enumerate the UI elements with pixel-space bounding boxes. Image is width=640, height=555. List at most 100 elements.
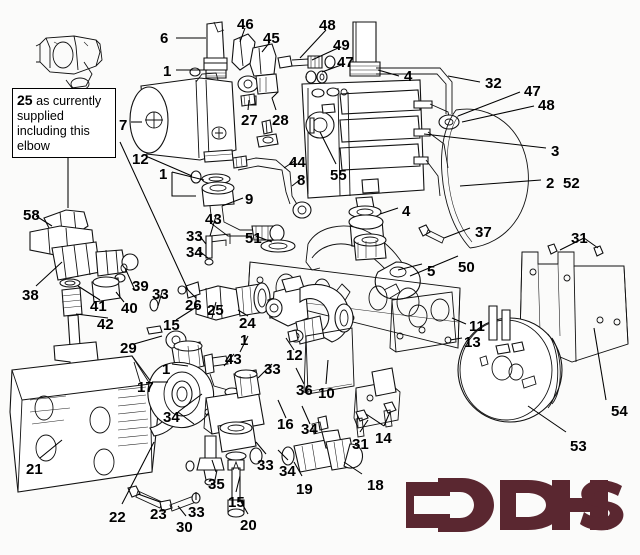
callout-13: 13	[464, 334, 481, 351]
callout-34: 34	[301, 421, 318, 438]
callout-14: 14	[375, 430, 392, 447]
part-10-box	[303, 327, 355, 395]
callout-25: 25	[207, 302, 224, 319]
callout-2: 2	[546, 175, 555, 192]
callout-52: 52	[563, 175, 580, 192]
callout-55: 55	[330, 167, 347, 184]
callout-33: 33	[152, 286, 169, 303]
callout-36: 36	[296, 382, 313, 399]
callout-37: 37	[475, 224, 492, 241]
callout-30: 30	[176, 519, 193, 536]
callout-6: 6	[160, 30, 169, 47]
parts-12-1-9-flange	[190, 170, 285, 242]
callout-34: 34	[163, 409, 180, 426]
callout-22: 22	[109, 509, 126, 526]
dhs-logo	[404, 474, 628, 536]
callout-51: 51	[245, 230, 262, 247]
callout-48: 48	[538, 97, 555, 114]
callout-33: 33	[264, 361, 281, 378]
part-53-brake-chamber	[457, 305, 563, 423]
callout-33: 33	[257, 457, 274, 474]
callout-21: 21	[26, 461, 43, 478]
part-54-bracket-plate	[519, 243, 629, 363]
part-6-sensor	[203, 21, 228, 79]
callout-24: 24	[239, 315, 256, 332]
callout-27: 27	[241, 112, 258, 129]
note-number: 25	[17, 92, 33, 108]
callout-15: 15	[228, 494, 245, 511]
callout-45: 45	[263, 30, 280, 47]
callout-17: 17	[137, 379, 154, 396]
callout-10: 10	[318, 385, 335, 402]
parts-11-13-plate	[389, 291, 457, 353]
callout-15: 15	[163, 317, 180, 334]
callout-40: 40	[121, 300, 138, 317]
callout-43: 43	[205, 211, 222, 228]
callout-23: 23	[150, 506, 167, 523]
callout-35: 35	[208, 476, 225, 493]
callout-28: 28	[272, 112, 289, 129]
callout-4: 4	[404, 68, 413, 85]
parts-43-33-34-bracket	[204, 233, 231, 266]
callout-16: 16	[277, 416, 294, 433]
bottom-center-housing	[147, 340, 265, 471]
callout-46: 46	[237, 16, 254, 33]
callout-34: 34	[279, 463, 296, 480]
callout-20: 20	[240, 517, 257, 534]
callout-42: 42	[97, 316, 114, 333]
callout-58: 58	[23, 207, 40, 224]
callout-39: 39	[132, 278, 149, 295]
callout-33: 33	[188, 504, 205, 521]
callout-4: 4	[402, 203, 411, 220]
note-line-3: including this	[17, 123, 90, 138]
logo-letter-s	[580, 480, 624, 531]
callout-1: 1	[163, 63, 172, 80]
note-line-1: 25 as currently	[17, 92, 111, 109]
logo-letter-d	[500, 480, 564, 530]
callout-33: 33	[186, 228, 203, 245]
callout-7: 7	[119, 117, 128, 134]
note-line-4: elbow	[17, 138, 50, 153]
callout-1: 1	[162, 361, 171, 378]
part-58-valve-assembly	[29, 209, 139, 377]
callout-38: 38	[22, 287, 39, 304]
arrow-chevron-icon-head	[438, 478, 494, 532]
callout-47: 47	[337, 54, 354, 71]
parts-31-14-bracket-bolts	[311, 367, 401, 438]
callout-48: 48	[319, 17, 336, 34]
callout-53: 53	[570, 438, 587, 455]
callout-41: 41	[90, 298, 107, 315]
parts-35-15-20-bottom	[185, 435, 263, 518]
parts-47-48-49-fittings	[277, 55, 336, 84]
callout-19: 19	[296, 481, 313, 498]
parts-27-28-brackets	[240, 93, 279, 148]
callout-12: 12	[132, 151, 149, 168]
part-2-air-tank	[441, 108, 529, 249]
part-18-elbow-fitting	[281, 429, 364, 473]
part-8-44-pipe	[232, 155, 312, 219]
callout-44: 44	[289, 154, 306, 171]
part-4-cartridge	[349, 21, 381, 77]
callout-32: 32	[485, 75, 502, 92]
callout-5: 5	[427, 263, 436, 280]
part-51-flange	[260, 239, 296, 253]
center-manifold-assembly	[177, 275, 354, 345]
callout-8: 8	[297, 172, 306, 189]
callout-1: 1	[240, 332, 249, 349]
callout-9: 9	[245, 191, 254, 208]
callout-3: 3	[551, 143, 560, 160]
callout-29: 29	[120, 340, 137, 357]
note-box: 25 as currently supplied including this …	[12, 88, 116, 159]
callout-50: 50	[458, 259, 475, 276]
callout-47: 47	[524, 83, 541, 100]
part-55-valve-block	[301, 79, 453, 247]
note-line-1-text: as currently	[36, 94, 102, 108]
callout-54: 54	[611, 403, 628, 420]
callout-12: 12	[286, 347, 303, 364]
callout-31: 31	[571, 230, 588, 247]
arrow-chevron-icon	[406, 482, 450, 528]
callout-49: 49	[333, 37, 350, 54]
part-7-compressor-body	[129, 67, 237, 163]
callout-34: 34	[186, 244, 203, 261]
